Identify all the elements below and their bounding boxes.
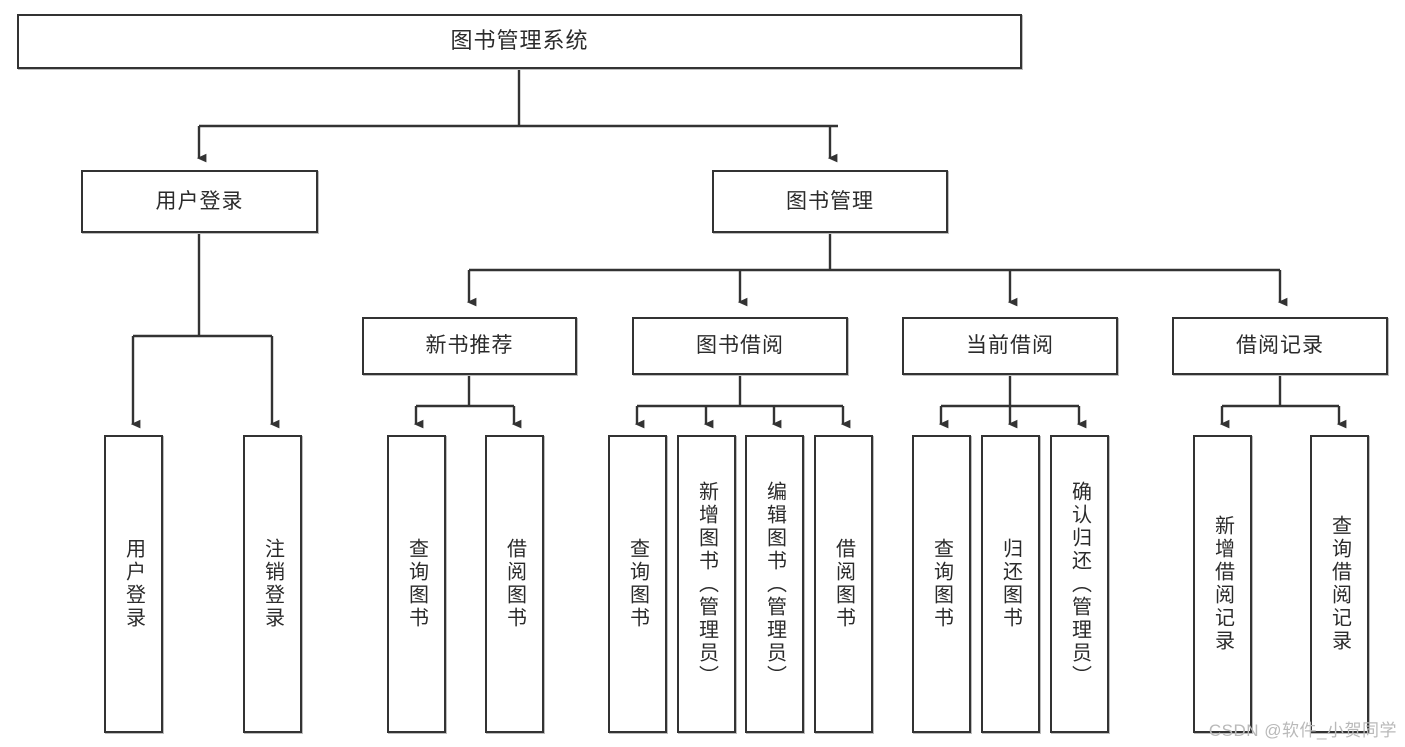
node-leaf-borrow-query-book-label: 查询图书 (626, 538, 649, 630)
node-book-borrow-label: 图书借阅 (696, 334, 784, 358)
node-leaf-add-book-admin[interactable]: 新增图书（管理员） (677, 435, 736, 733)
node-leaf-current-query-book[interactable]: 查询图书 (912, 435, 971, 733)
book-manage-to-level3-connectors (466, 233, 1288, 307)
node-leaf-recommend-borrow-book[interactable]: 借阅图书 (485, 435, 544, 733)
node-root-label: 图书管理系统 (450, 28, 589, 54)
node-user-login-label: 用户登录 (155, 189, 244, 213)
node-leaf-user-login[interactable]: 用户登录 (104, 435, 163, 733)
current-borrow-to-leaves-connectors (938, 375, 1087, 429)
node-leaf-recommend-borrow-book-label: 借阅图书 (503, 538, 526, 630)
node-leaf-user-login-label: 用户登录 (122, 538, 145, 630)
node-leaf-edit-book-admin[interactable]: 编辑图书（管理员） (745, 435, 804, 733)
node-leaf-add-borrow-record-label: 新增借阅记录 (1211, 515, 1234, 653)
root-to-level2-connectors (196, 70, 838, 163)
node-leaf-recommend-query-book[interactable]: 查询图书 (387, 435, 446, 733)
new-book-rec-to-leaves-connectors (413, 375, 522, 429)
node-leaf-confirm-return-admin-label: 确认归还（管理员） (1068, 480, 1091, 688)
node-new-book-recommend-label: 新书推荐 (425, 334, 514, 358)
node-new-book-recommend[interactable]: 新书推荐 (362, 317, 577, 375)
node-borrow-record-label: 借阅记录 (1236, 334, 1324, 358)
book-borrow-to-leaves-connectors (634, 375, 851, 429)
node-leaf-return-book[interactable]: 归还图书 (981, 435, 1040, 733)
node-leaf-return-book-label: 归还图书 (999, 538, 1022, 630)
node-book-manage-label: 图书管理 (786, 189, 874, 213)
node-leaf-query-borrow-record[interactable]: 查询借阅记录 (1310, 435, 1369, 733)
node-leaf-current-query-book-label: 查询图书 (930, 538, 953, 630)
borrow-record-to-leaves-connectors (1219, 375, 1347, 429)
watermark: CSDN @软件_小贺同学 (1208, 721, 1397, 740)
node-leaf-edit-book-admin-label: 编辑图书（管理员） (763, 480, 786, 688)
node-book-manage[interactable]: 图书管理 (712, 170, 948, 233)
node-leaf-add-borrow-record[interactable]: 新增借阅记录 (1193, 435, 1252, 733)
user-login-to-leaves-connectors (130, 233, 280, 429)
node-leaf-confirm-return-admin[interactable]: 确认归还（管理员） (1050, 435, 1109, 733)
node-book-borrow[interactable]: 图书借阅 (632, 317, 848, 375)
node-leaf-borrow-take-book[interactable]: 借阅图书 (814, 435, 873, 733)
node-leaf-borrow-take-book-label: 借阅图书 (832, 538, 855, 630)
node-root[interactable]: 图书管理系统 (17, 14, 1022, 69)
node-user-login[interactable]: 用户登录 (81, 170, 318, 233)
node-leaf-user-logout[interactable]: 注销登录 (243, 435, 302, 733)
node-leaf-borrow-query-book[interactable]: 查询图书 (608, 435, 667, 733)
node-leaf-query-borrow-record-label: 查询借阅记录 (1328, 515, 1351, 653)
node-current-borrow-label: 当前借阅 (966, 334, 1054, 358)
node-borrow-record[interactable]: 借阅记录 (1172, 317, 1388, 375)
node-leaf-user-logout-label: 注销登录 (261, 538, 284, 630)
node-current-borrow[interactable]: 当前借阅 (902, 317, 1118, 375)
node-leaf-add-book-admin-label: 新增图书（管理员） (695, 480, 718, 688)
node-leaf-recommend-query-book-label: 查询图书 (405, 538, 428, 630)
